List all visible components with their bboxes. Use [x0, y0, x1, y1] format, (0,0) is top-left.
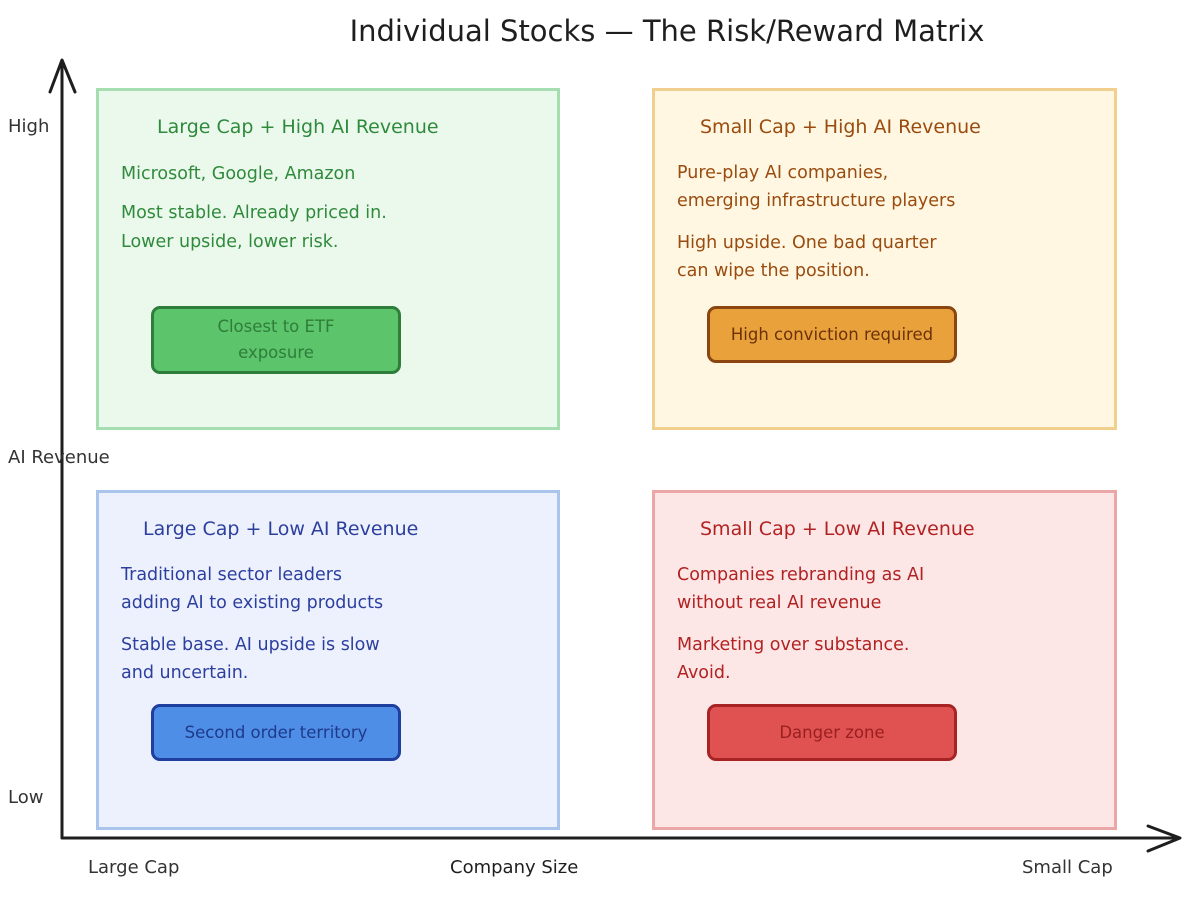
quadrant-text: emerging infrastructure players — [677, 191, 956, 211]
y-axis-arrow — [48, 58, 77, 840]
quadrant-small-cap-low-ai: Small Cap + Low AI Revenue Companies reb… — [652, 490, 1117, 830]
x-axis-right-label: Small Cap — [1022, 857, 1113, 878]
quadrant-text: Pure-play AI companies, — [677, 163, 889, 183]
quadrant-text: Microsoft, Google, Amazon — [121, 164, 356, 184]
quadrant-small-cap-high-ai: Small Cap + High AI Revenue Pure-play AI… — [652, 88, 1117, 430]
closest-to-etf-button[interactable]: Closest to ETF exposure — [151, 306, 401, 374]
quadrant-text: adding AI to existing products — [121, 593, 384, 613]
quadrant-text: and uncertain. — [121, 663, 249, 683]
quadrant-text: can wipe the position. — [677, 261, 870, 281]
quadrant-text: Marketing over substance. — [677, 635, 910, 655]
quadrant-title: Large Cap + Low AI Revenue — [143, 518, 419, 540]
x-axis-arrow — [60, 824, 1182, 853]
quadrant-title: Small Cap + High AI Revenue — [700, 116, 981, 138]
y-axis-label: AI Revenue — [8, 447, 110, 468]
y-axis-high-label: High — [8, 116, 50, 137]
quadrant-text: Most stable. Already priced in. — [121, 203, 387, 223]
quadrant-text: Lower upside, lower risk. — [121, 232, 339, 252]
quadrant-title: Large Cap + High AI Revenue — [157, 116, 439, 138]
quadrant-title: Small Cap + Low AI Revenue — [700, 518, 975, 540]
x-axis-left-label: Large Cap — [88, 857, 180, 878]
x-axis-label: Company Size — [450, 857, 579, 878]
quadrant-text: Companies rebranding as AI — [677, 565, 925, 585]
quadrant-text: Avoid. — [677, 663, 731, 683]
danger-zone-button[interactable]: Danger zone — [707, 704, 957, 761]
quadrant-text: Stable base. AI upside is slow — [121, 635, 380, 655]
y-axis-low-label: Low — [8, 787, 44, 808]
quadrant-text: Traditional sector leaders — [121, 565, 343, 585]
quadrant-large-cap-high-ai: Large Cap + High AI Revenue Microsoft, G… — [96, 88, 560, 430]
quadrant-large-cap-low-ai: Large Cap + Low AI Revenue Traditional s… — [96, 490, 560, 830]
high-conviction-button[interactable]: High conviction required — [707, 306, 957, 363]
diagram-title: Individual Stocks — The Risk/Reward Matr… — [349, 14, 985, 48]
quadrant-text: without real AI revenue — [677, 593, 882, 613]
quadrant-text: High upside. One bad quarter — [677, 233, 937, 253]
second-order-button[interactable]: Second order territory — [151, 704, 401, 761]
